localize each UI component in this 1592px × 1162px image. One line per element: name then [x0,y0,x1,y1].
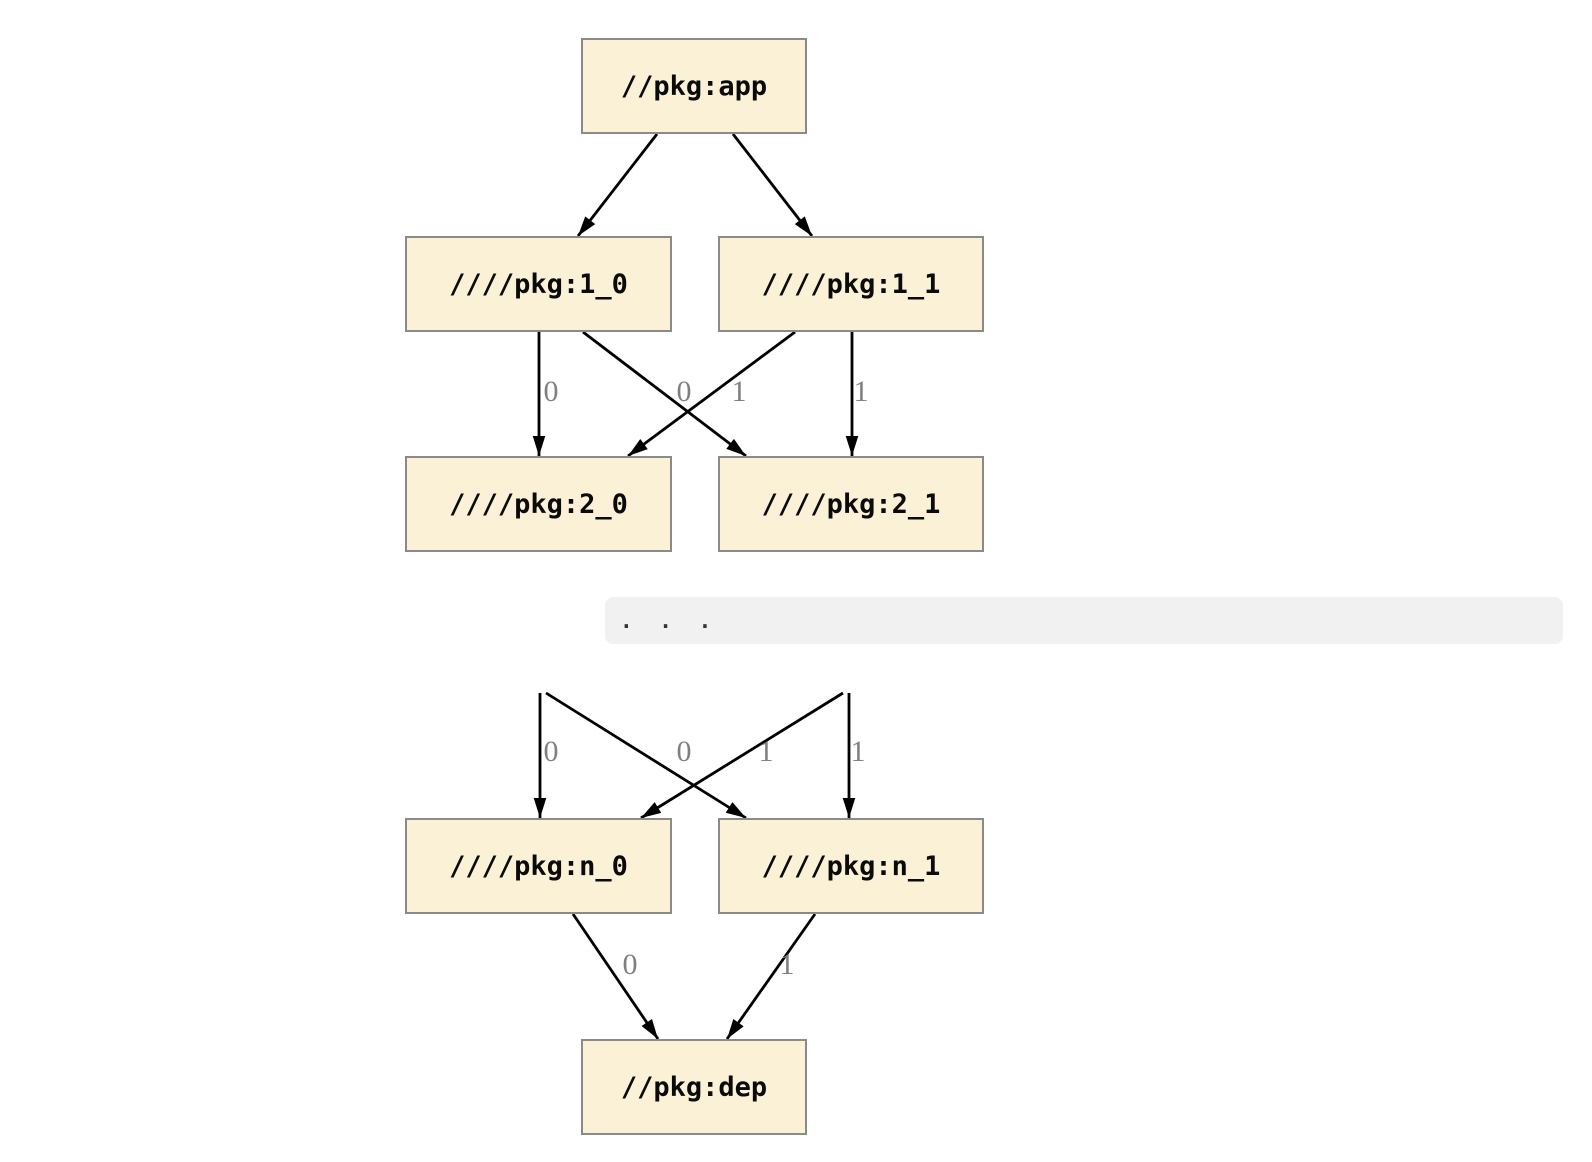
edge-label-n_1-to-dep: 1 [779,948,795,981]
graph-node-n_0: ////pkg:n_0 [405,818,672,914]
graph-node-1_1: ////pkg:1_1 [718,236,984,332]
edge-label-1_1-to-2_0: 1 [731,375,747,408]
graph-node-1_0: ////pkg:1_0 [405,236,672,332]
edge-label-1_0-to-2_1: 0 [676,375,692,408]
edge-ellipsis-to-n_0 [640,691,844,820]
graph-node-2_1: ////pkg:2_1 [718,456,984,552]
graph-node-app: //pkg:app [581,38,807,134]
graph-node-2_0: ////pkg:2_0 [405,456,672,552]
edge-n_1-to-dep [725,913,817,1040]
edge-label-1_0-to-2_0: 0 [543,375,559,408]
edges-group [532,133,859,1040]
edge-label-1_1-to-2_1: 1 [853,375,869,408]
edge-ellipsis-to-n_1 [545,691,747,820]
edge-label-ellipsis-to-n_1: 0 [676,735,692,768]
edge-app-to-1_0 [576,133,659,237]
edge-n_0-to-dep [571,913,660,1040]
edge-label-ellipsis-to-n_1: 1 [850,735,866,768]
ellipsis-code-band: . . . [605,597,1563,644]
edge-app-to-1_1 [731,133,814,237]
edge-label-ellipsis-to-n_0: 0 [543,735,559,768]
edge-1_0-to-2_1 [582,330,747,458]
ellipsis-text: . . . [620,608,712,633]
edge-label-n_0-to-dep: 0 [622,948,638,981]
edge-label-ellipsis-to-n_0: 1 [758,735,774,768]
graph-node-dep: //pkg:dep [581,1039,807,1135]
graph-node-n_1: ////pkg:n_1 [718,818,984,914]
edge-1_1-to-2_0 [627,330,796,458]
